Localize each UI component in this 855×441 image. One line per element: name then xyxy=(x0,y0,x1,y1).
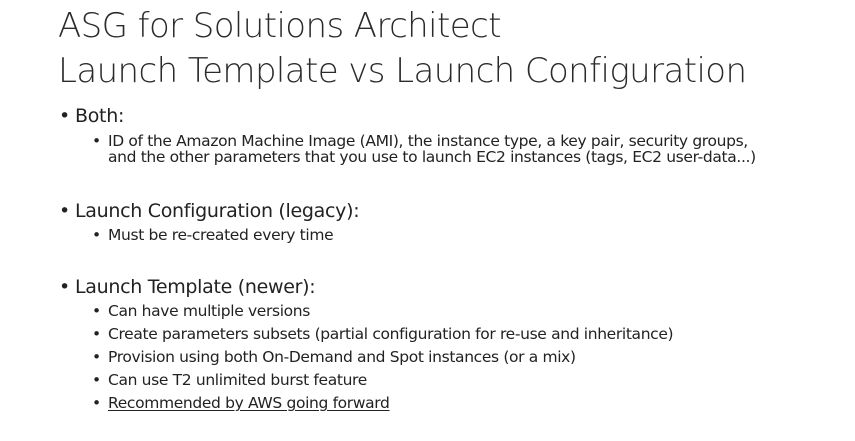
slide-title-line-2: Launch Template vs Launch Configuration xyxy=(58,51,747,91)
section-launch-template-heading: •Launch Template (newer): xyxy=(59,276,316,298)
bullet-icon: • xyxy=(59,105,70,127)
bullet-icon: • xyxy=(92,348,101,366)
section-launch-template-item: •Provision using both On-Demand and Spot… xyxy=(92,348,576,366)
section-launch-template-item-recommended: •Recommended by AWS going forward xyxy=(92,394,390,412)
section-launch-configuration-heading: •Launch Configuration (legacy): xyxy=(59,200,360,222)
bullet-icon: • xyxy=(92,394,101,412)
bullet-icon: • xyxy=(92,371,101,389)
section-launch-template-item: •Can have multiple versions xyxy=(92,302,310,320)
section-launch-configuration-item: •Must be re-created every time xyxy=(92,226,334,244)
bullet-icon: • xyxy=(59,200,70,222)
section-both-item-continuation: and the other parameters that you use to… xyxy=(108,148,756,166)
slide-title-line-1: ASG for Solutions Architect xyxy=(58,6,501,46)
section-launch-template-item: •Create parameters subsets (partial conf… xyxy=(92,325,674,343)
bullet-icon: • xyxy=(92,226,101,244)
bullet-icon: • xyxy=(92,302,101,320)
slide-title: ASG for Solutions Architect Launch Templ… xyxy=(58,4,747,94)
section-launch-template-item: •Can use T2 unlimited burst feature xyxy=(92,371,367,389)
section-both-heading: •Both: xyxy=(59,105,125,127)
bullet-icon: • xyxy=(59,276,70,298)
bullet-icon: • xyxy=(92,325,101,343)
section-both-item: •ID of the Amazon Machine Image (AMI), t… xyxy=(92,132,748,150)
bullet-icon: • xyxy=(92,132,101,150)
